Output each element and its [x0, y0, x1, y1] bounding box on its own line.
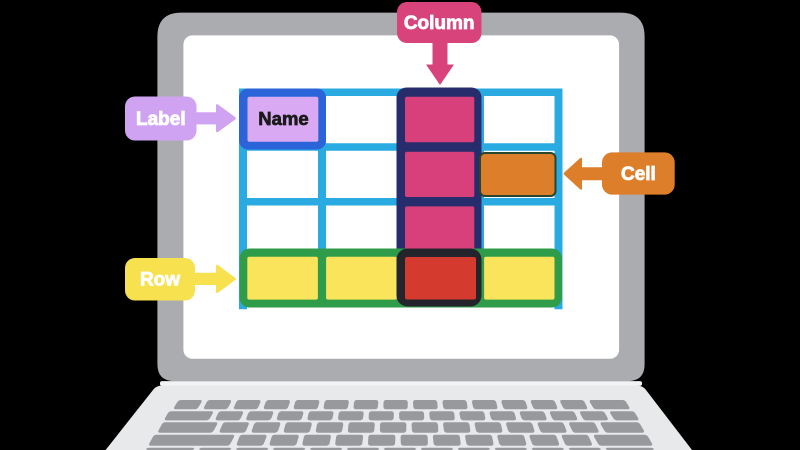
svg-text:Column: Column: [404, 13, 475, 34]
svg-text:Label: Label: [136, 109, 186, 130]
svg-text:Row: Row: [140, 270, 180, 291]
svg-text:Cell: Cell: [621, 164, 656, 185]
svg-text:Name: Name: [258, 108, 308, 129]
